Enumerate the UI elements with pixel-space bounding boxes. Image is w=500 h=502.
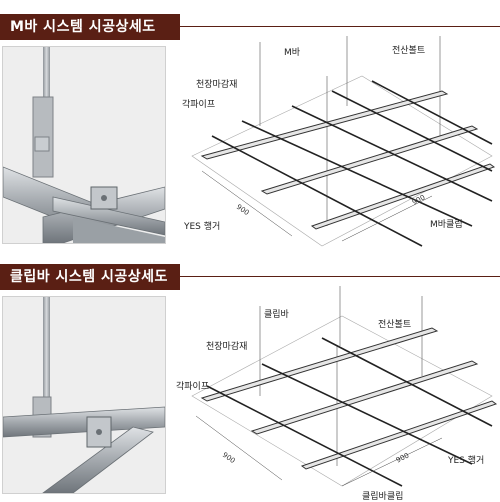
label-yes-hanger: YES 행거 — [184, 222, 221, 232]
label-anchor-bolt: 전산볼트 — [378, 320, 412, 330]
title-divider — [180, 276, 500, 277]
mbar-system-diagram: M바 전산볼트 천장마감재 각파이프 YES 행거 M바클립 900 900 — [172, 36, 500, 250]
title-divider — [180, 26, 500, 27]
mbar-product-photo — [2, 46, 166, 244]
label-clipbar: 클립바 — [264, 310, 289, 320]
mbar-section: M바 시스템 시공상세도 — [0, 0, 500, 250]
label-clipbar-clip: 클립바클립 — [362, 492, 404, 502]
label-anchor-bolt: 전산볼트 — [392, 46, 426, 56]
clipbar-section-title: 클립바 시스템 시공상세도 — [0, 264, 180, 290]
threaded-rod — [43, 297, 50, 407]
label-square-pipe: 각파이프 — [182, 100, 216, 110]
clipbar-system-diagram: 클립바 전산볼트 천장마감재 각파이프 YES 행거 클립바클립 900 900 — [172, 286, 500, 502]
label-square-pipe: 각파이프 — [176, 382, 210, 392]
threaded-rod — [43, 47, 50, 117]
label-ceiling-finish: 천장마감재 — [206, 342, 248, 352]
label-mbar: M바 — [284, 48, 301, 58]
label-ceiling-finish: 천장마감재 — [196, 80, 238, 90]
mbar-section-title: M바 시스템 시공상세도 — [0, 14, 180, 40]
clipbar-section: 클립바 시스템 시공상세도 — [0, 250, 500, 502]
clipbar-product-photo — [2, 296, 166, 494]
label-yes-hanger: YES 행거 — [448, 456, 485, 466]
label-mbar-clip: M바클립 — [430, 220, 463, 230]
